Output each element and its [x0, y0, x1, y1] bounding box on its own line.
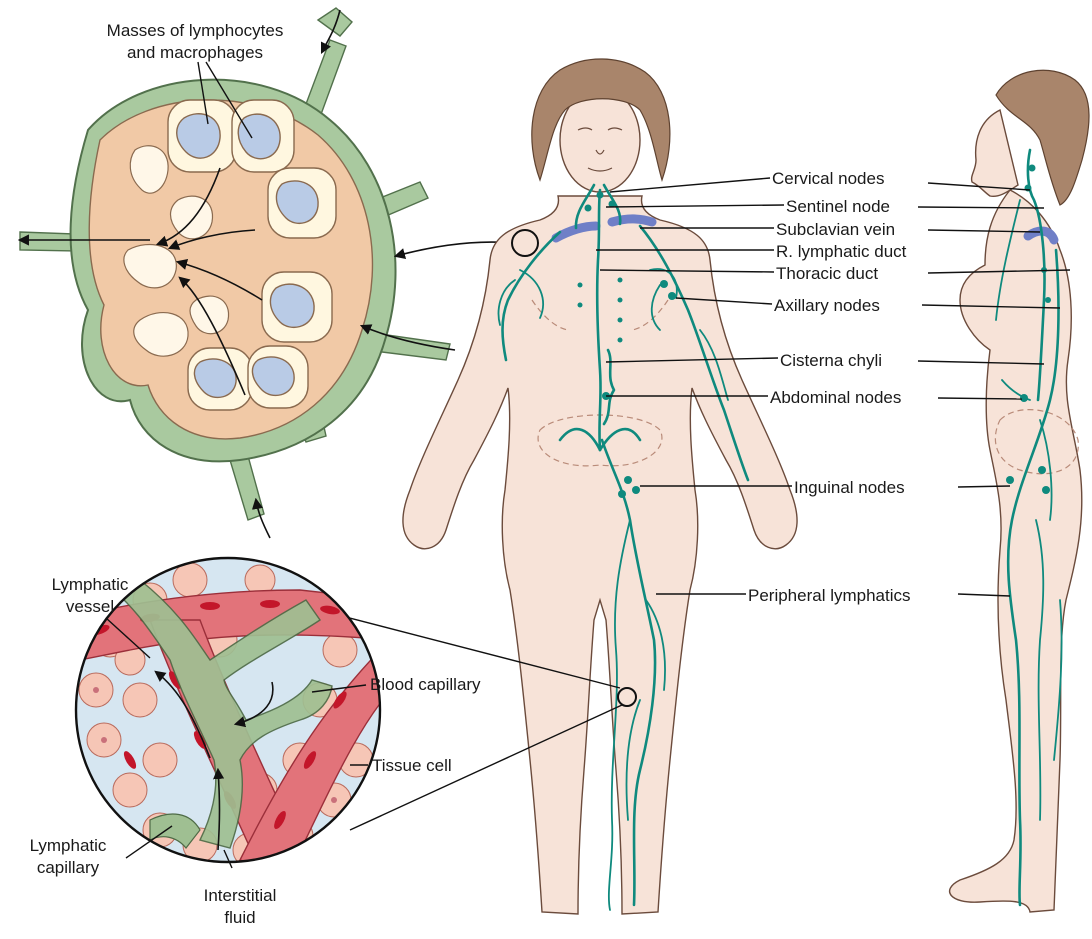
thoracic-duct-label: Thoracic duct — [776, 264, 878, 283]
abdominal-nodes-label: Abdominal nodes — [770, 388, 901, 407]
axillary-nodes-label: Axillary nodes — [774, 296, 880, 315]
blood-capillary-label: Blood capillary — [370, 675, 481, 694]
masses-label-line1: Masses of lymphocytes — [107, 21, 284, 40]
cisterna-chyli-label: Cisterna chyli — [780, 351, 882, 370]
lymphatic-vessel-label-line2: vessel — [66, 597, 114, 616]
subclavian-vein-label: Subclavian vein — [776, 220, 895, 239]
lymphatic-vessel-label-line1: Lymphatic — [52, 575, 129, 594]
side-face — [972, 110, 1018, 196]
interstitial-fluid-label-line2: fluid — [224, 908, 255, 927]
interstitial-fluid-label-line1: Interstitial — [204, 886, 277, 905]
lymphatic-capillary-label-line2: capillary — [37, 858, 100, 877]
lymphatic-capillary-label-line1: Lymphatic — [30, 836, 107, 855]
front-subclavian-vein-left — [612, 219, 652, 222]
front-body — [403, 196, 797, 914]
sentinel-node-label: Sentinel node — [786, 197, 890, 216]
tissue-cell-label: Tissue cell — [372, 756, 452, 775]
r-lymphatic-duct-label: R. lymphatic duct — [776, 242, 907, 261]
masses-label-line2: and macrophages — [127, 43, 263, 62]
inguinal-nodes-label: Inguinal nodes — [794, 478, 905, 497]
side-body — [950, 190, 1082, 912]
peripheral-lymphatics-label: Peripheral lymphatics — [748, 586, 911, 605]
side-figure — [950, 70, 1089, 912]
cervical-nodes-label: Cervical nodes — [772, 169, 884, 188]
